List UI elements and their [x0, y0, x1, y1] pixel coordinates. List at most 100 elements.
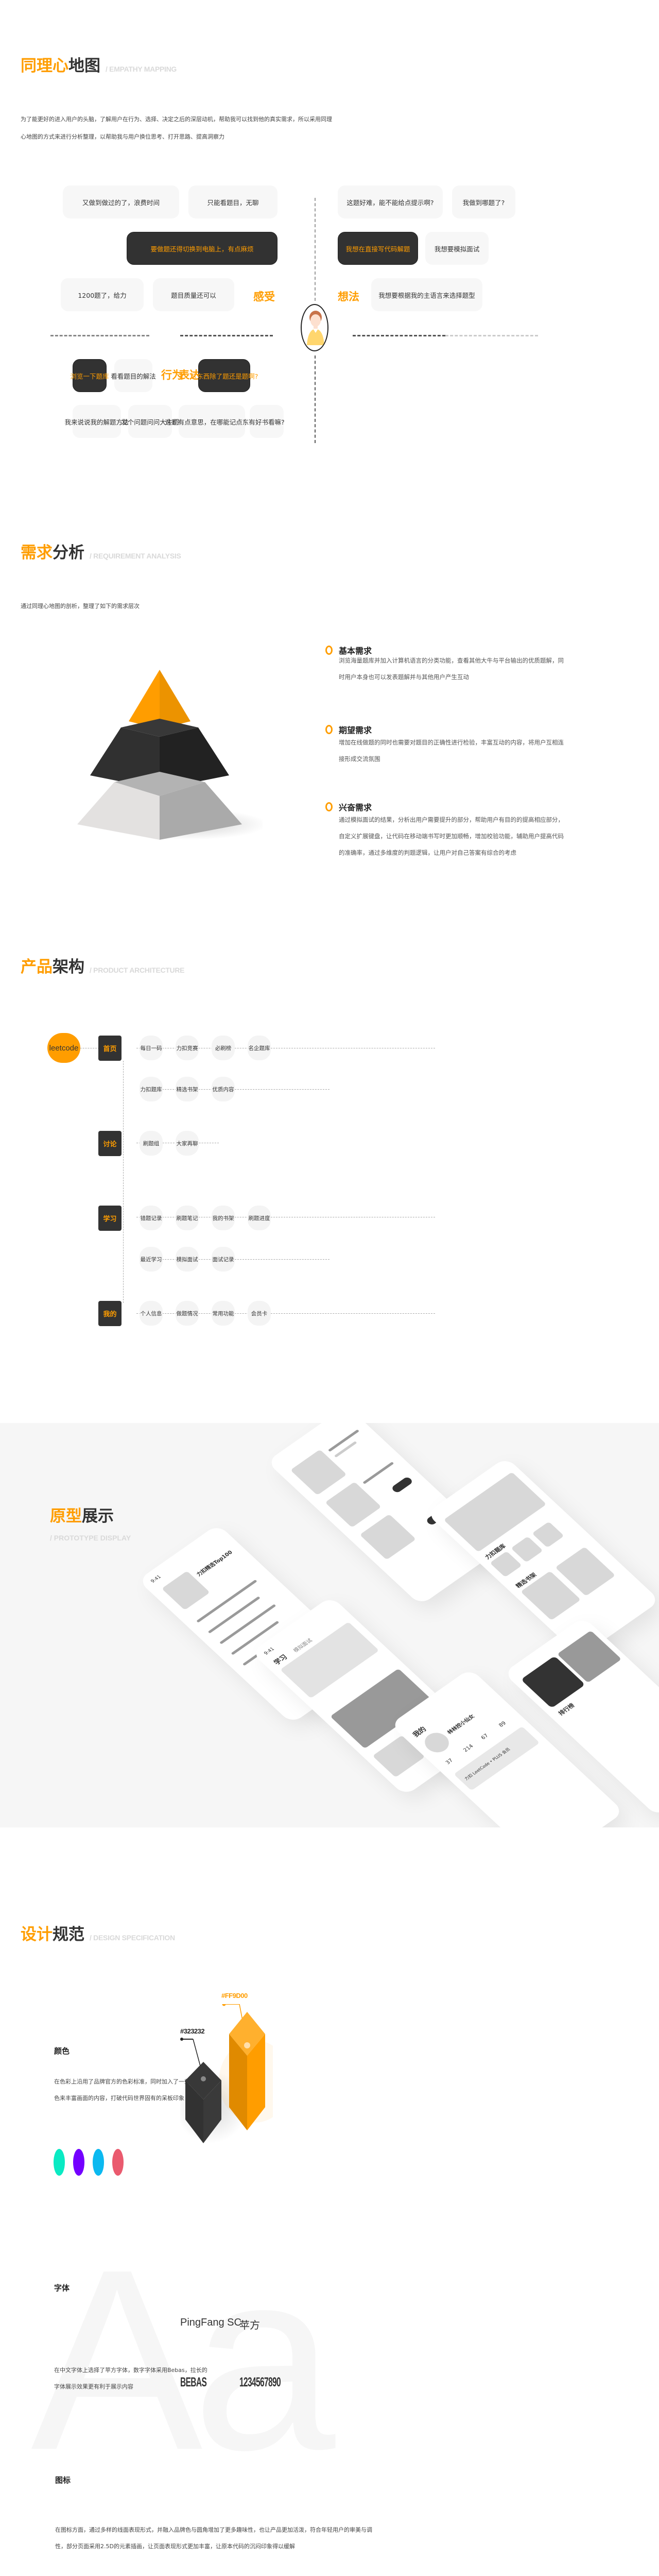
font-heading: 字体 — [54, 2283, 70, 2293]
color-swatch-purple — [73, 2149, 84, 2176]
connector — [149, 1259, 330, 1260]
category-mine[interactable]: 我的 — [98, 1301, 122, 1326]
color-desc: 在色彩上沿用了品牌官方的色彩标准，同时加入了一些辅助 色来丰富画面的内容，打破代… — [54, 2074, 201, 2107]
leaf-node[interactable]: 个人信息 — [140, 1301, 163, 1326]
empathy-intro: 为了能更好的进入用户的头脑，了解用户在行为、选择、决定之后的深层动机，帮助我可以… — [21, 111, 332, 146]
leaf-node[interactable]: 错题记录 — [140, 1206, 163, 1230]
think-item: 我想要模拟面试 — [425, 232, 489, 265]
leaf-node[interactable]: 名企题库 — [248, 1036, 271, 1060]
axis-vertical-bottom — [315, 355, 316, 443]
title-accent: 产品 — [21, 958, 53, 976]
user-name: 林林控小仙女 — [446, 1714, 476, 1736]
user-avatar-icon — [307, 311, 324, 345]
leaf-node[interactable]: 面试记录 — [212, 1247, 235, 1272]
desc-line: 在中文字体上选择了苹方字体，数字字体采用Bebas，拉长的 — [54, 2367, 207, 2374]
do-item-highlight: 浏览一下题库 — [71, 359, 109, 392]
stat-value: 37 — [444, 1757, 455, 1766]
say-item-highlight: 这东西除了题还是题啊? — [190, 359, 258, 392]
feel-item-highlight: 要做题还得切换到电脑上，有点麻烦 — [127, 232, 278, 265]
leaf-node[interactable]: 大家再聊 — [176, 1131, 199, 1156]
leaf-node[interactable]: 做题情况 — [176, 1301, 199, 1326]
stat-value: 214 — [462, 1743, 475, 1753]
axis-horizontal-left — [50, 335, 149, 336]
title-dark: 规范 — [53, 1925, 84, 1944]
need-title: 期望需求 — [339, 725, 372, 735]
axis-horizontal-right — [445, 335, 538, 336]
quadrant-say-label: 表达 — [179, 369, 200, 381]
color-swatch-red — [112, 2149, 124, 2176]
think-item: 我想要根据我的主语言来选择题型 — [371, 278, 482, 311]
screen-heading: 排行榜 — [557, 1702, 576, 1717]
color-swatch-teal — [54, 2149, 65, 2176]
title-dark: 展示 — [82, 1507, 114, 1526]
leaf-node[interactable]: 刷题进度 — [248, 1206, 271, 1230]
need-expected-desc: 增加在线做题的同时也需要对题目的正确性进行检验，丰富互动的内容，将用户互相连接形… — [339, 739, 564, 762]
primary-dark-hex: #323232 — [180, 2027, 205, 2035]
category-discuss[interactable]: 讨论 — [98, 1131, 122, 1156]
icons-heading: 图标 — [55, 2476, 71, 2485]
screen-heading: 力扣精选Top100 — [196, 1550, 234, 1578]
leaf-node[interactable]: 会员卡 — [248, 1301, 271, 1326]
stat-value: 89 — [497, 1720, 508, 1728]
quadrant-think-label: 想法 — [338, 291, 359, 303]
desc-line: 字体展示效果更有利于展示内容 — [54, 2383, 133, 2390]
architecture-title: 产品 架构 / PRODUCT ARCHITECTURE — [21, 958, 185, 976]
ring-icon — [325, 646, 333, 655]
need-expected-heading: 期望需求 — [325, 723, 372, 736]
status-time: 9:41 — [150, 1574, 163, 1584]
prototype-title: 原型 展示 — [50, 1503, 114, 1526]
leaf-node[interactable]: 力扣竞赛 — [176, 1036, 199, 1060]
leaf-node[interactable]: 刷题组 — [140, 1131, 163, 1156]
axis-horizontal-right-inner — [353, 335, 445, 336]
need-basic-heading: 基本需求 — [325, 644, 372, 656]
primary-orange-hex: #FF9D00 — [221, 1992, 248, 1999]
leaf-node[interactable]: 模拟面试 — [176, 1247, 199, 1272]
font-num-name: BEBAS — [180, 2375, 207, 2389]
title-accent: 同理心 — [21, 57, 68, 75]
leaf-node[interactable]: 力扣题库 — [140, 1077, 163, 1101]
title-accent: 原型 — [50, 1507, 82, 1526]
leaf-node[interactable]: 精选书架 — [176, 1077, 199, 1101]
leaf-node[interactable]: 常用功能 — [212, 1301, 235, 1326]
feel-item: 题目质量还可以 — [153, 278, 234, 311]
desc-line: 在色彩上沿用了品牌官方的色彩标准，同时加入了一些辅助 — [54, 2078, 201, 2085]
leaf-node[interactable]: 优质内容 — [212, 1077, 235, 1101]
category-study[interactable]: 学习 — [98, 1206, 122, 1231]
connector — [136, 1313, 435, 1314]
quadrant-feel-label: 感受 — [253, 291, 275, 303]
leaf-node[interactable]: 我的书架 — [212, 1206, 235, 1230]
connector — [123, 1061, 124, 1303]
need-excitement-desc: 通过模拟面试的结果，分析出用户需要提升的部分，帮助用户有目的的提高相应部分，自定… — [339, 816, 564, 856]
axis-horizontal-left-inner — [180, 335, 273, 336]
category-home[interactable]: 首页 — [98, 1036, 122, 1061]
do-item: 看看题目的解法 — [111, 359, 156, 392]
demand-title: 需求 分析 / REQUIREMENT ANALYSIS — [21, 545, 181, 561]
need-title: 基本需求 — [339, 646, 372, 656]
ring-icon — [325, 725, 333, 734]
axis-vertical-top — [315, 198, 316, 301]
do-item: 发个问题问问大牛们 — [121, 405, 179, 438]
do-item: 我来说说我的解题方法 — [65, 405, 129, 438]
intro-line: 为了能更好的进入用户的头脑，了解用户在行为、选择、决定之后的深层动机，帮助我可以… — [21, 116, 332, 123]
title-dark: 分析 — [53, 544, 84, 562]
design-spec-title: 设计 规范 / DESIGN SPECIFICATION — [21, 1927, 175, 1943]
feel-item: 1200题了，给力 — [61, 278, 144, 311]
think-item: 这题好难，能不能给点提示啊? — [338, 185, 443, 218]
say-item: 有好书看嘛? — [249, 405, 285, 438]
quadrant-do-label: 行为 — [161, 369, 183, 381]
color-swatch-blue — [93, 2149, 104, 2176]
need-title: 兴奋需求 — [339, 803, 372, 812]
title-dark: 地图 — [68, 57, 100, 75]
leaf-node[interactable]: 必刷榜 — [212, 1036, 235, 1060]
leaf-node[interactable]: 最近学习 — [140, 1247, 163, 1272]
desc-line: 在图标方面，通过多样的线面表现形式，并融入品牌色与圆角增加了更多趣味性，也让产品… — [55, 2527, 372, 2533]
color-heading: 颜色 — [54, 2046, 70, 2056]
root-node-leetcode[interactable]: leetcode — [47, 1033, 80, 1063]
font-num-sample: 1234567890 — [239, 2375, 281, 2389]
icons-desc: 在图标方面，通过多样的线面表现形式，并融入品牌色与圆角增加了更多趣味性，也让产品… — [55, 2522, 372, 2555]
demand-intro: 通过同理心地图的剖析，整理了如下的需求层次 — [21, 603, 140, 609]
leaf-node[interactable]: 每日一码 — [140, 1036, 163, 1060]
title-en: / REQUIREMENT ANALYSIS — [90, 552, 181, 560]
leaf-node[interactable]: 刷题笔记 — [176, 1206, 199, 1230]
